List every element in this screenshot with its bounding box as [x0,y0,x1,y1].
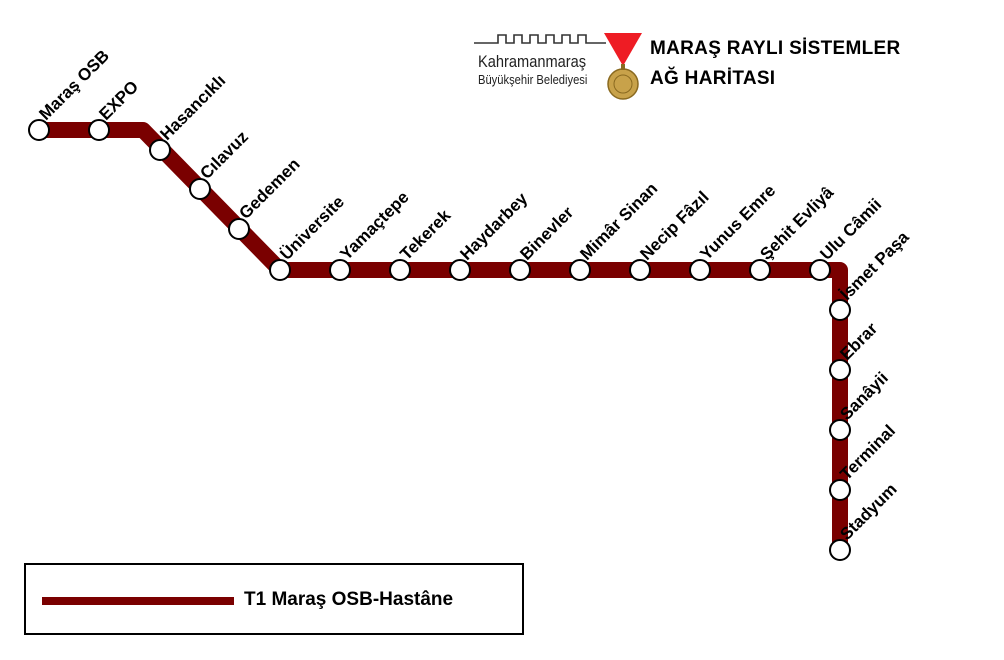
station-label: Cılavuz [196,127,252,183]
logo-subtitle: Büyükşehir Belediyesi [478,72,588,87]
station-marker [269,259,291,281]
station-marker [509,259,531,281]
station-marker [629,259,651,281]
map-title-line1: MARAŞ RAYLI SİSTEMLER [650,38,901,59]
legend-line-label: T1 Maraş OSB-Hastâne [244,589,454,610]
station-marker [329,259,351,281]
station: Gedemen [228,155,304,240]
station-marker [829,299,851,321]
legend-line-swatch [42,597,234,605]
station-marker [228,218,250,240]
station-marker [149,139,171,161]
logo-name: Kahramanmaraş [478,52,587,71]
station: Hasancıklı [149,71,229,161]
station-marker [829,539,851,561]
station-marker [809,259,831,281]
station-marker [569,259,591,281]
legend-box: T1 Maraş OSB-Hastâne [24,563,524,635]
station-marker [749,259,771,281]
station-label: Üniversite [276,192,348,264]
station-marker [88,119,110,141]
station-label: Hasancıklı [156,71,229,144]
city-wall-skyline-icon [474,34,606,44]
station-marker [829,479,851,501]
station-marker [189,178,211,200]
station-label: Tekerek [396,205,454,263]
station: Cılavuz [189,127,252,200]
station-marker [829,359,851,381]
emblem-icon [604,33,642,100]
station-label: Binevler [516,203,577,264]
station-label: Gedemen [235,155,303,223]
map-title-line2: AĞ HARİTASI [650,68,776,89]
station-marker [829,419,851,441]
station-marker [28,119,50,141]
station-label: EXPO [95,77,142,124]
station-marker [689,259,711,281]
station-marker [449,259,471,281]
station-marker [389,259,411,281]
t1-route-line [31,122,848,558]
